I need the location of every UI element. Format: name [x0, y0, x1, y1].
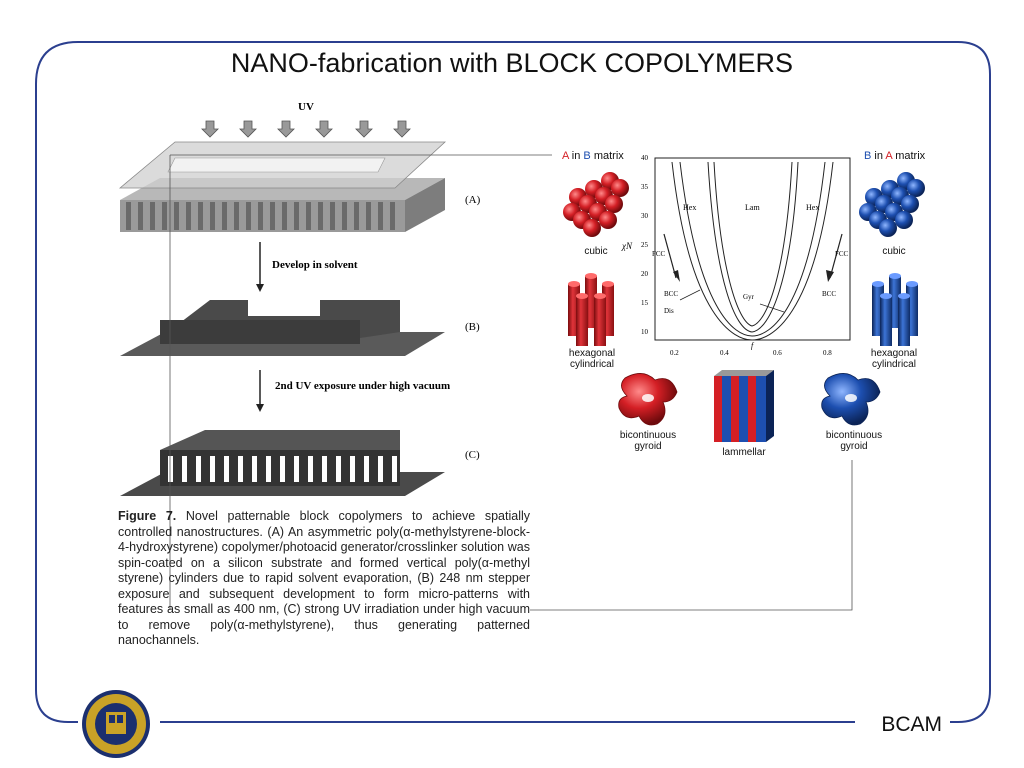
label-hex-right: hexagonal cylindrical: [870, 348, 918, 370]
label-gyroid-right: bicontinuous gyroid: [825, 430, 883, 452]
label-lamellar: lammellar: [722, 447, 766, 458]
label-gyroid-left: bicontinuous gyroid: [619, 430, 677, 452]
region-bcc-right: BCC: [822, 290, 837, 298]
footer-label: BCAM: [881, 713, 942, 736]
arrow1-label: Develop in solvent: [272, 259, 358, 271]
red-gyroid: [618, 373, 678, 426]
ytick-20: 20: [641, 270, 648, 278]
right-matrix-header: B in A matrix: [864, 150, 925, 162]
region-hex-left: Hex: [683, 203, 697, 212]
left-matrix-header: A in B matrix: [562, 150, 624, 162]
right-header-a: A: [885, 150, 893, 162]
ytick-35: 35: [641, 183, 648, 191]
left-header-a: A: [562, 150, 569, 162]
red-cylinders: [568, 273, 614, 346]
ytick-40: 40: [641, 154, 648, 162]
ytick-15: 15: [641, 299, 648, 307]
region-fcc-left: FCC: [652, 250, 666, 258]
ytick-10: 10: [641, 328, 648, 336]
uv-label: UV: [298, 101, 314, 113]
xtick-0.6: 0.6: [773, 349, 782, 357]
blue-cylinders: [872, 273, 918, 346]
region-gyr: Gyr: [743, 293, 754, 301]
caption-figure-number: Figure 7.: [118, 509, 177, 523]
blue-cubic-spheres: [859, 172, 925, 237]
ytick-25: 25: [641, 241, 648, 249]
xtick-0.2: 0.2: [670, 349, 679, 357]
arrow2-label: 2nd UV exposure under high vacuum: [275, 380, 451, 392]
region-bcc-left: BCC: [664, 290, 679, 298]
ytick-30: 30: [641, 212, 648, 220]
xtick-0.8: 0.8: [823, 349, 832, 357]
red-cubic-spheres: [563, 172, 629, 237]
label-cubic-left: cubic: [584, 246, 608, 257]
blue-gyroid: [821, 373, 881, 426]
lamellar-stack: [714, 370, 774, 442]
step-b-label: (B): [465, 321, 480, 333]
left-header-matrix: matrix: [590, 150, 624, 162]
slide-title: NANO-fabrication with BLOCK COPOLYMERS: [230, 48, 794, 78]
xtick-0.4: 0.4: [720, 349, 729, 357]
region-lam: Lam: [745, 203, 760, 212]
left-header-b: B: [583, 150, 591, 162]
phase-diagram: [654, 157, 851, 341]
uv-arrows: [201, 120, 411, 138]
step-a-substrate: [118, 141, 447, 232]
step-b-substrate: [120, 300, 445, 356]
right-header-matrix: matrix: [892, 150, 926, 162]
step-c-substrate: [120, 430, 445, 496]
university-seal-logo: [82, 690, 150, 758]
caption-text: Novel patternable block copolymers to ac…: [118, 509, 530, 647]
right-header-b: B: [864, 150, 872, 162]
step-c-label: (C): [465, 449, 480, 461]
phase-ylabel: χN: [622, 241, 632, 251]
region-fcc-right: FCC: [835, 250, 849, 258]
phase-xlabel: f: [751, 341, 754, 350]
label-hex-left: hexagonal cylindrical: [568, 348, 616, 370]
left-header-in: in: [568, 150, 584, 162]
step-a-label: (A): [465, 194, 481, 206]
region-dis: Dis: [664, 307, 674, 315]
label-cubic-right: cubic: [882, 246, 906, 257]
figure-caption: Figure 7. Novel patternable block copoly…: [118, 509, 530, 649]
region-hex-right: Hex: [806, 203, 820, 212]
right-header-in: in: [871, 150, 886, 162]
